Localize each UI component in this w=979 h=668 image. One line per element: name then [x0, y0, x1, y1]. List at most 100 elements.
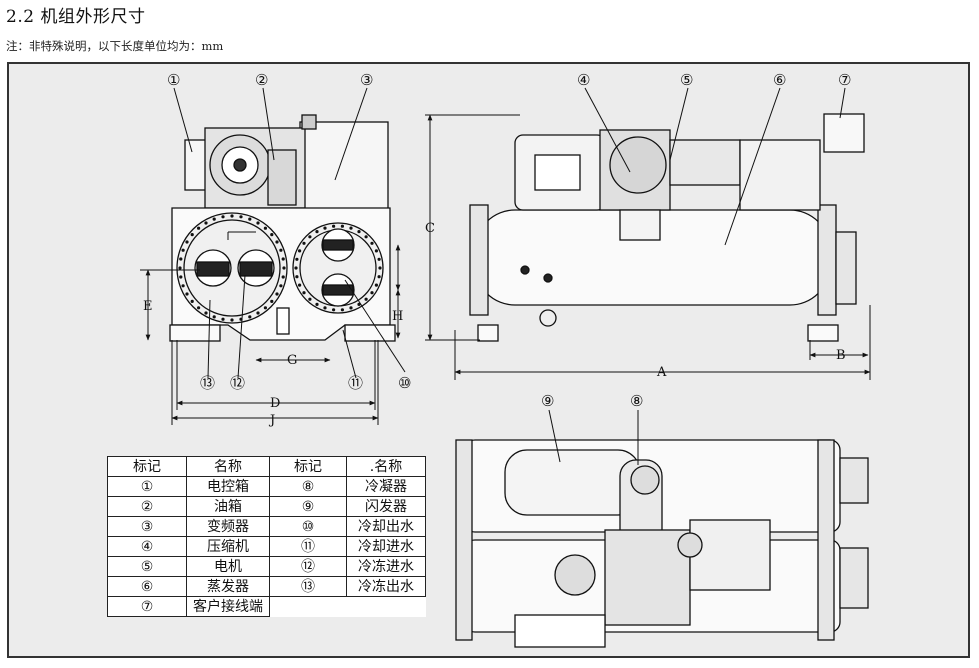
component-legend: 标记 名称 标记 .名称 ① 电控箱 ⑧ 冷凝器 ② 油箱 ⑨ 闪发器 ③ 变频… [107, 456, 426, 617]
bolt-hole [295, 257, 299, 261]
front-view-dimensions [425, 87, 871, 380]
callout-7: ⑦ [838, 71, 851, 89]
legend-cell: ⑨ [269, 496, 347, 517]
bolt-hole [230, 318, 234, 322]
bolt-hole [204, 311, 208, 315]
dim-E: E [143, 299, 153, 314]
bolt-hole [230, 214, 234, 218]
end-view-dimensions [140, 87, 406, 425]
bolt-hole [197, 306, 201, 310]
legend-cell: 客户接线端 [186, 596, 270, 617]
bolt-hole [298, 249, 302, 253]
callout-10: ⑩ [398, 374, 411, 392]
flange-bolts [178, 214, 382, 322]
bolt-hole [239, 215, 243, 219]
bolt-hole [377, 275, 381, 279]
bolt-hole [221, 215, 225, 219]
dim-G: G [287, 353, 297, 368]
bolt-hole [340, 224, 344, 228]
callout-1: ① [167, 71, 180, 89]
legend-cell: 冷却进水 [346, 536, 426, 557]
callout-12: ⑫ [230, 374, 245, 392]
callout-13: ⑬ [200, 374, 215, 392]
bolt-hole [332, 224, 336, 228]
callout-4: ④ [577, 71, 590, 89]
bolt-hole [256, 311, 260, 315]
legend-row: ④ 压缩机 ⑪ 冷却进水 [107, 536, 426, 557]
legend-cell: 冷凝器 [346, 476, 426, 497]
bolt-hole [370, 291, 374, 295]
legend-cell: 闪发器 [346, 496, 426, 517]
bolt-hole [256, 221, 260, 225]
legend-row: ② 油箱 ⑨ 闪发器 [107, 496, 426, 517]
bolt-hole [248, 315, 252, 319]
callout-3: ③ [360, 71, 373, 89]
bolt-hole [185, 292, 189, 296]
front-view [469, 113, 865, 342]
bolt-hole [378, 266, 382, 270]
callout-9: ⑨ [541, 392, 554, 410]
bolt-hole [332, 308, 336, 312]
dimension-labels: A B C D E G H J [143, 221, 846, 428]
end-view [169, 114, 396, 342]
bolt-hole [204, 221, 208, 225]
bolt-hole [190, 299, 194, 303]
legend-cell: 电机 [186, 556, 270, 577]
dim-A: A [656, 365, 667, 380]
bolt-hole [279, 284, 283, 288]
bolt-hole [190, 233, 194, 237]
bolt-hole [212, 315, 216, 319]
bolt-hole [374, 283, 378, 287]
page-title: 2.2 机组外形尺寸 [6, 7, 146, 27]
legend-cell: ⑫ [269, 556, 347, 577]
bolt-hole [315, 230, 319, 234]
bolt-hole [179, 257, 183, 261]
legend-cell: ⑬ [269, 576, 347, 597]
legend-header-cell: 标记 [107, 456, 187, 477]
bolt-hole [323, 226, 327, 230]
legend-cell: ⑤ [107, 556, 187, 577]
legend-cell: ⑪ [269, 536, 347, 557]
bolt-hole [302, 241, 306, 245]
legend-cell: ④ [107, 536, 187, 557]
bolt-hole [308, 235, 312, 239]
legend-cell: 压缩机 [186, 536, 270, 557]
legend-cell: 油箱 [186, 496, 270, 517]
legend-cell: ② [107, 496, 187, 517]
bolt-hole [281, 257, 285, 261]
callout-5: ⑤ [680, 71, 693, 89]
bolt-hole [282, 266, 286, 270]
legend-cell: ⑩ [269, 516, 347, 537]
dim-B: B [836, 348, 846, 363]
callout-11: ⑪ [348, 374, 363, 392]
bolt-hole [279, 248, 283, 252]
bolt-hole [315, 302, 319, 306]
dim-J: J [268, 413, 275, 428]
legend-row: ⑥ 蒸发器 ⑬ 冷冻出水 [107, 576, 426, 597]
bolt-hole [270, 299, 274, 303]
bolt-hole [181, 248, 185, 252]
bolt-hole [197, 226, 201, 230]
legend-cell: 电控箱 [186, 476, 270, 497]
legend-cell: 冷冻出水 [346, 576, 426, 597]
top-view-leaders [548, 409, 639, 465]
bolt-hole [349, 306, 353, 310]
legend-header-cell: 标记 [269, 456, 347, 477]
bolt-hole [308, 297, 312, 301]
bolt-hole [270, 233, 274, 237]
bolt-hole [281, 275, 285, 279]
legend-cell: ⑧ [269, 476, 347, 497]
bolt-hole [178, 266, 182, 270]
bolt-hole [275, 240, 279, 244]
bolt-hole [221, 317, 225, 321]
bolt-hole [377, 257, 381, 261]
legend-cell: ⑦ [107, 596, 187, 617]
callouts: ① ② ③ ④ ⑤ ⑥ ⑦ ⑧ ⑨ ⑩ ⑪ ⑫ ⑬ [167, 71, 851, 410]
dim-H: H [392, 309, 403, 324]
bolt-hole [364, 297, 368, 301]
legend-row: ① 电控箱 ⑧ 冷凝器 [107, 476, 426, 497]
bolt-hole [181, 284, 185, 288]
legend-header: 标记 名称 标记 .名称 [107, 456, 426, 477]
legend-cell: ③ [107, 516, 187, 537]
bolt-hole [185, 240, 189, 244]
